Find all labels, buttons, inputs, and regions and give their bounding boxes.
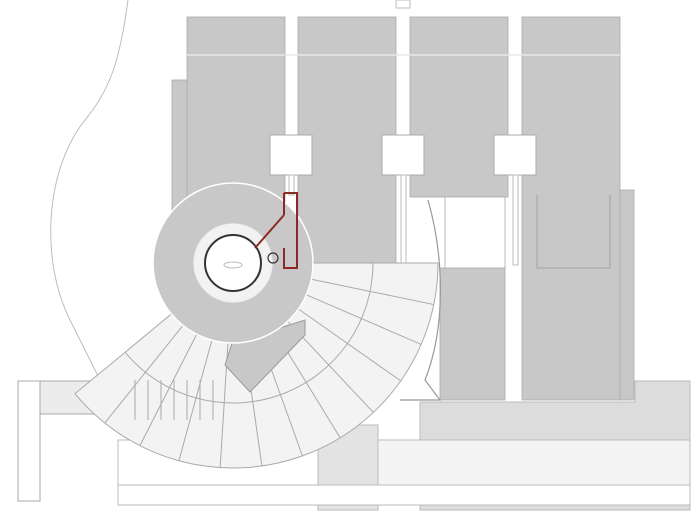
entrance-marker xyxy=(395,0,411,9)
rotunda xyxy=(152,182,314,344)
table-icon xyxy=(223,261,243,269)
stair-divider xyxy=(298,308,402,382)
stair-landing-arc xyxy=(124,262,374,404)
diagonal-block xyxy=(224,319,306,393)
building-blocks xyxy=(171,16,635,401)
curved-facade xyxy=(400,199,442,401)
site-boundary-line xyxy=(50,0,129,381)
highlighted-core xyxy=(254,192,298,269)
stair-divider xyxy=(306,294,422,345)
stair-divider xyxy=(139,334,198,446)
stair-divider xyxy=(311,278,434,306)
courtyards xyxy=(269,134,537,176)
spiral-stair-icon xyxy=(267,252,279,264)
stair-divider xyxy=(104,325,184,424)
stair-divider xyxy=(178,340,213,461)
